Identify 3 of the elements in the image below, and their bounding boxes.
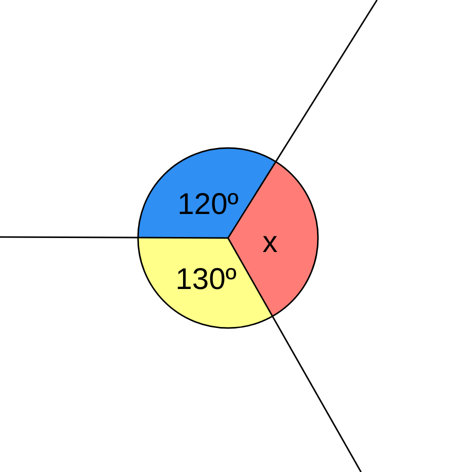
angle-label: 120º — [178, 190, 238, 220]
angle-label: x — [262, 228, 278, 258]
angle-label: 130º — [176, 265, 236, 295]
